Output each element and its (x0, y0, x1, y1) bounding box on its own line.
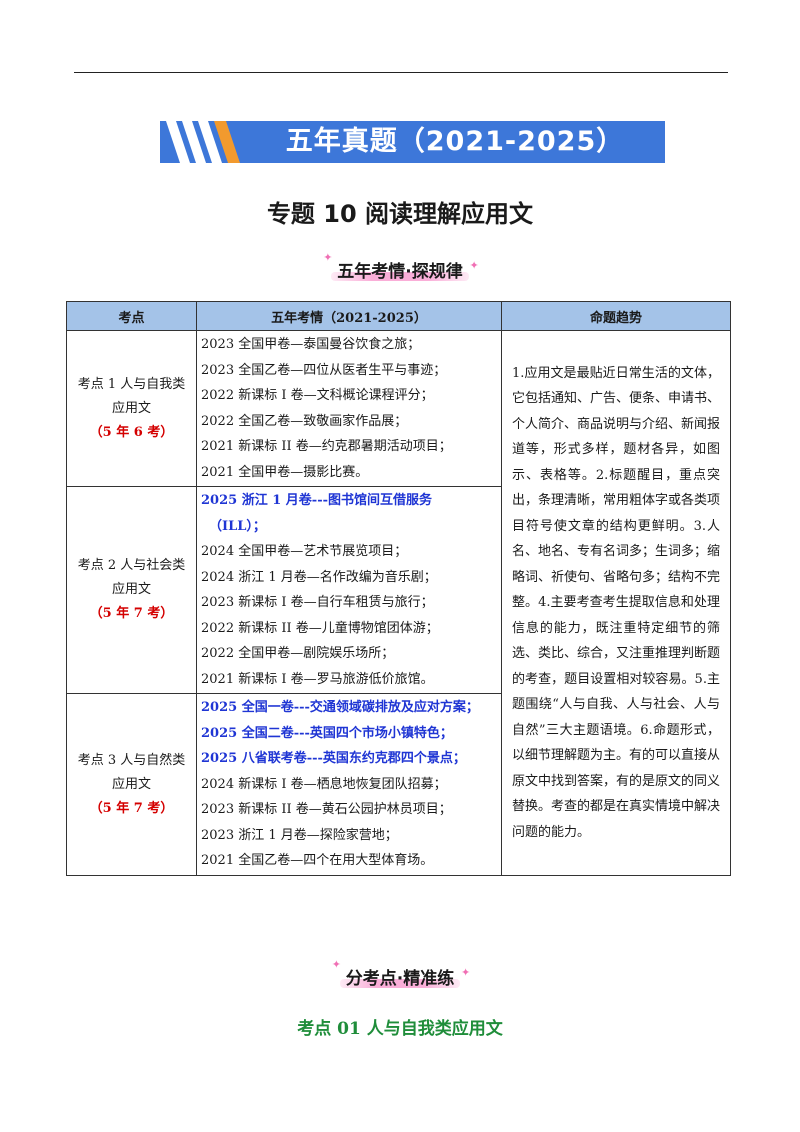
exam-item: 2022 新课标 I 卷—文科概论课程评分； (201, 388, 434, 403)
exam-item: 2024 新课标 I 卷—栖息地恢复团队招募； (201, 776, 447, 792)
table-row: 考点 3 人与自然类应用文 （5 年 7 考） 2025 全国一卷---交通领域… (66, 693, 731, 876)
exam-item: 2022 全国乙卷—致敬画家作品展； (201, 413, 408, 429)
exam-list-cell: 2025 全国一卷---交通领域碳排放及应对方案； 2025 全国二卷---英国… (196, 693, 502, 876)
exam-overview-table: 考点 五年考情（2021-2025） 命题趋势 考点 1 人与自我类应用文 （5… (66, 301, 731, 876)
exam-list-cell: 2023 全国甲卷—泰国曼谷饮食之旅； 2023 全国乙卷—四位从医者生平与事迹… (196, 330, 502, 487)
exam-item: 2021 新课标 II 卷—约克郡暑期活动项目； (201, 439, 452, 454)
exam-item: 2021 全国甲卷—摄影比赛。 (201, 464, 369, 480)
exam-item: 2021 全国乙卷—四个在用大型体育场。 (201, 853, 434, 868)
kaodian-name: 考点 2 人与社会类应用文 (77, 558, 186, 597)
kaodian-count: （5 年 6 考） (89, 424, 174, 440)
kaodian-cell: 考点 1 人与自我类应用文 （5 年 6 考） (66, 330, 197, 487)
exam-item: 2023 新课标 II 卷—黄石公园护林员项目； (201, 802, 452, 817)
exam-item: （ILL）； (209, 518, 266, 534)
section-heading-1: ✦ 五年考情·探规律 ✦ (0, 251, 800, 282)
table-row: 考点 2 人与社会类应用文 （5 年 7 考） 2025 浙江 1 月卷---图… (66, 486, 731, 694)
exam-item: 2022 全国甲卷—剧院娱乐场所； (201, 646, 395, 661)
exam-item: 2025 全国二卷---英国四个市场小镇特色； (201, 725, 453, 741)
section-heading-1-text: 五年考情·探规律 (337, 262, 463, 282)
banner-stripes-decoration (160, 121, 260, 163)
kaodian-count: （5 年 7 考） (89, 800, 174, 816)
kaodian-name: 考点 3 人与自然类应用文 (77, 752, 186, 792)
header-five-year: 五年考情（2021-2025） (196, 301, 502, 331)
section-heading-2: ✦ 分考点·精准练 ✦ (0, 958, 800, 989)
header-kaodian: 考点 (66, 301, 197, 331)
table-header-row: 考点 五年考情（2021-2025） 命题趋势 (66, 301, 731, 331)
exam-item: 2023 全国乙卷—四位从医者生平与事迹； (201, 362, 447, 378)
exam-item: 2022 新课标 II 卷—儿童博物馆团体游； (201, 620, 439, 636)
trend-cell: 1.应用文是最贴近日常生活的文体，它包括通知、广告、便条、申请书、个人简介、商品… (501, 330, 731, 876)
exam-item: 2025 八省联考卷---英国东约克郡四个景点； (201, 751, 466, 766)
kaodian-count: （5 年 7 考） (89, 606, 174, 621)
exam-item: 2025 全国一卷---交通领域碳排放及应对方案； (201, 700, 479, 715)
kaodian-name: 考点 1 人与自我类应用文 (77, 376, 186, 416)
exam-item: 2024 全国甲卷—艺术节展览项目； (201, 544, 408, 559)
sparkle-icon: ✦ (323, 251, 333, 264)
kaodian-cell: 考点 2 人与社会类应用文 （5 年 7 考） (66, 486, 197, 694)
exam-item: 2023 浙江 1 月卷—探险家营地； (201, 827, 398, 843)
banner: 五年真题（2021-2025） (160, 121, 665, 163)
section-heading-2-text: 分考点·精准练 (345, 969, 455, 989)
table-row: 考点 1 人与自我类应用文 （5 年 6 考） 2023 全国甲卷—泰国曼谷饮食… (66, 330, 731, 876)
sparkle-icon: ✦ (331, 958, 341, 971)
exam-item: 2023 新课标 I 卷—自行车租赁与旅行； (201, 595, 434, 610)
exam-item: 2021 新课标 I 卷—罗马旅游低价旅馆。 (201, 671, 434, 687)
exam-item: 2023 全国甲卷—泰国曼谷饮食之旅； (201, 337, 421, 352)
header-trend: 命题趋势 (501, 301, 731, 331)
sparkle-icon: ✦ (469, 259, 479, 272)
banner-title: 五年真题（2021-2025） (285, 126, 625, 157)
sub-section-title: 考点 01 人与自我类应用文 (297, 1019, 503, 1039)
exam-item: 2025 浙江 1 月卷---图书馆间互借服务 (201, 493, 432, 508)
document-title: 专题 10 阅读理解应用文 (266, 200, 534, 228)
kaodian-cell: 考点 3 人与自然类应用文 （5 年 7 考） (66, 693, 197, 876)
sparkle-icon: ✦ (461, 966, 471, 979)
exam-list-cell: 2025 浙江 1 月卷---图书馆间互借服务 （ILL）； 2024 全国甲卷… (196, 486, 502, 694)
top-rule (74, 72, 728, 73)
exam-item: 2024 浙江 1 月卷—名作改编为音乐剧； (201, 569, 437, 585)
